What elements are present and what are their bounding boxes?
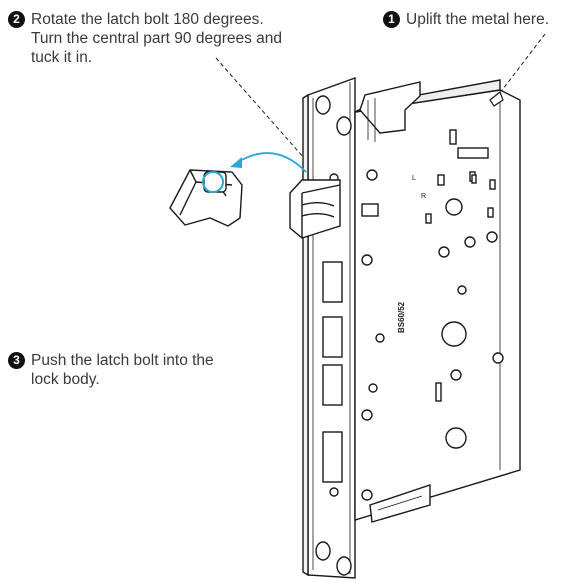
step-2-text-line-3: tuck it in.: [31, 49, 93, 66]
rotation-arrow: [237, 152, 307, 173]
rotation-arrowhead: [230, 157, 242, 168]
step-2-leader-line: [215, 57, 305, 159]
step-3-text-line-1: Push the latch bolt into the: [31, 352, 214, 369]
step-1-text-line-1: Uplift the metal here.: [406, 11, 550, 28]
step-3-text-line-2: lock body.: [31, 371, 100, 388]
highlight-circle: [202, 171, 224, 193]
face-plate: [302, 77, 356, 579]
step-1-badge: 1: [383, 11, 400, 28]
step-2-badge: 2: [8, 11, 25, 28]
latch-bolt-removed: [169, 169, 243, 227]
step-2-text-line-2: Turn the central part 90 degrees and: [31, 30, 283, 47]
step-2-note: 2 Rotate the latch bolt 180 degrees. Tur…: [8, 10, 282, 67]
lock-label-l: L: [412, 175, 416, 182]
step-2-text-line-1: Rotate the latch bolt 180 degrees.: [31, 11, 264, 28]
lock-model-label: BS60/52: [397, 301, 406, 333]
latch-bolt-installed: [289, 179, 341, 239]
step-3-badge: 3: [8, 352, 25, 369]
metal-tab: [489, 91, 504, 107]
lock-case: [354, 79, 521, 523]
step-1-note: 1 Uplift the metal here.: [383, 10, 549, 29]
step-3-note: 3 Push the latch bolt into the lock body…: [8, 351, 214, 389]
lock-label-r: R: [421, 193, 426, 200]
